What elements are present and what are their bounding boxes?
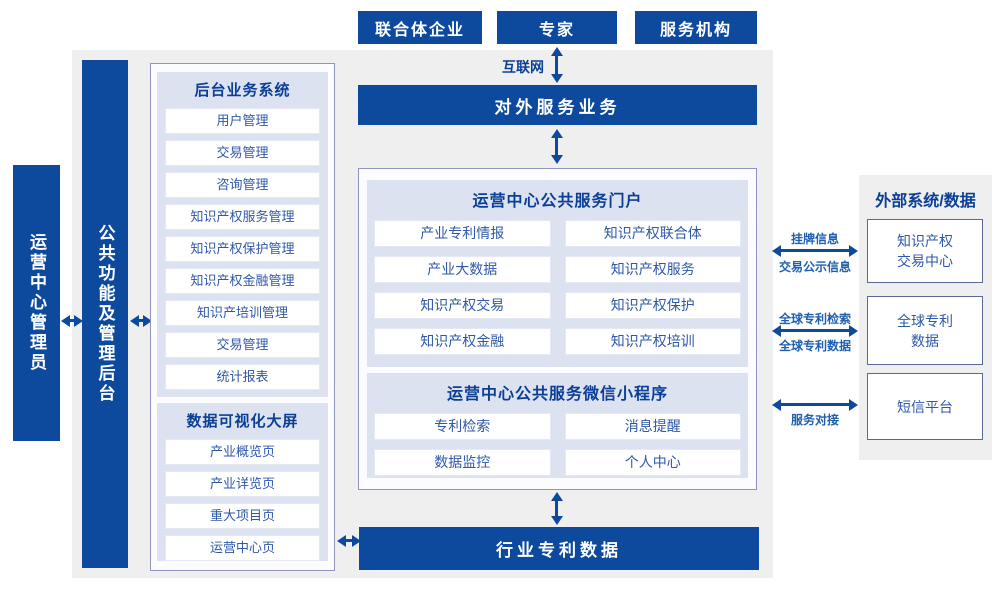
external-box-sms-platform: 短信平台 — [867, 373, 983, 440]
backend-item: 知识产权服务管理 — [165, 204, 320, 230]
actor-label: 联合体企业 — [374, 21, 465, 39]
dashboard-item: 产业概览页 — [165, 439, 320, 465]
external-box-label: 短信平台 — [897, 398, 953, 415]
external-box-label: 全球专利数据 — [897, 312, 953, 349]
operation-center-admin-bar: 运营中心管理员 — [13, 165, 60, 441]
dashboard-item: 产业详览页 — [165, 471, 320, 497]
arrow-center-to-patentdata — [555, 501, 558, 516]
arrow-service-to-center — [555, 138, 558, 155]
portal-item: 知识产权交易 — [374, 292, 551, 319]
portal-item: 知识产权金融 — [374, 328, 551, 355]
label-service-docking: 服务对接 — [790, 413, 839, 427]
industry-patent-data-label: 行业专利数据 — [496, 541, 622, 560]
left-panel: 后台业务系统 用户管理 交易管理 咨询管理 知识产权服务管理 知识产权保护管理 … — [150, 63, 335, 571]
miniprogram-item: 个人中心 — [564, 449, 741, 476]
label-global-patent-data: 全球专利数据 — [778, 339, 851, 353]
backend-system-title: 后台业务系统 — [194, 82, 291, 99]
portal-item: 知识产权培训 — [564, 328, 741, 355]
arrow-leftpanel-to-patentdata — [346, 539, 352, 542]
label-global-patent-search: 全球专利检索 — [778, 312, 851, 326]
backend-item: 用户管理 — [165, 108, 320, 134]
external-box-global-patent-data: 全球专利数据 — [867, 296, 983, 365]
center-panel: 运营中心公共服务门户 产业专利情报 知识产权联合体 产业大数据 知识产权服务 知… — [358, 168, 757, 490]
public-function-backend-bar: 公共功能及管理后台 — [82, 60, 128, 568]
dashboard-item: 运营中心页 — [165, 535, 320, 561]
actor-label: 专家 — [538, 21, 575, 39]
arrow-center-to-ip-exchange — [781, 249, 849, 252]
backend-system-section: 后台业务系统 用户管理 交易管理 咨询管理 知识产权服务管理 知识产权保护管理 … — [157, 72, 328, 397]
external-box-ip-exchange: 知识产权交易中心 — [867, 219, 983, 283]
internet-label: 互联网 — [502, 59, 544, 75]
dashboard-items: 产业概览页 产业详览页 重大项目页 运营中心页 — [157, 431, 328, 561]
backend-item: 知识产权金融管理 — [165, 268, 320, 294]
backend-item: 交易管理 — [165, 140, 320, 166]
portal-item: 知识产权联合体 — [564, 220, 741, 247]
miniprogram-items: 专利检索 消息提醒 数据监控 个人中心 — [367, 404, 748, 476]
arrow-internet-vertical — [555, 56, 558, 74]
arrow-center-to-sms — [781, 403, 849, 406]
actor-service-agency: 服务机构 — [635, 11, 757, 44]
portal-title: 运营中心公共服务门户 — [472, 193, 643, 210]
arrow-center-to-global-patent — [781, 329, 849, 332]
portal-item: 知识产权保护 — [564, 292, 741, 319]
miniprogram-section: 运营中心公共服务微信小程序 专利检索 消息提醒 数据监控 个人中心 — [367, 373, 748, 478]
dashboard-title: 数据可视化大屏 — [186, 413, 299, 430]
backend-system-items: 用户管理 交易管理 咨询管理 知识产权服务管理 知识产权保护管理 知识产权金融管… — [157, 100, 328, 390]
actor-expert: 专家 — [497, 11, 617, 44]
backend-item: 知识产培训管理 — [165, 300, 320, 326]
portal-item: 知识产权服务 — [564, 256, 741, 283]
label-listing-info: 挂牌信息 — [790, 232, 839, 246]
admin-bar-label: 运营中心管理员 — [27, 233, 46, 373]
actor-label: 服务机构 — [659, 21, 732, 39]
industry-patent-data-bar: 行业专利数据 — [359, 527, 759, 570]
backend-item: 咨询管理 — [165, 172, 320, 198]
external-service-bar: 对外服务业务 — [358, 85, 757, 125]
backend-item: 统计报表 — [165, 364, 320, 390]
arrow-admin-to-backend — [70, 319, 74, 322]
label-transaction-publicity-info: 交易公示信息 — [778, 260, 851, 274]
miniprogram-item: 专利检索 — [374, 413, 551, 440]
dashboard-section: 数据可视化大屏 产业概览页 产业详览页 重大项目页 运营中心页 — [157, 403, 328, 561]
portal-item: 产业专利情报 — [374, 220, 551, 247]
miniprogram-item: 数据监控 — [374, 449, 551, 476]
miniprogram-item: 消息提醒 — [564, 413, 741, 440]
arrow-backend-to-leftpanel — [139, 319, 143, 322]
external-service-label: 对外服务业务 — [494, 97, 621, 117]
portal-item: 产业大数据 — [374, 256, 551, 283]
backend-bar-label: 公共功能及管理后台 — [95, 224, 115, 404]
portal-section: 运营中心公共服务门户 产业专利情报 知识产权联合体 产业大数据 知识产权服务 知… — [367, 180, 748, 367]
miniprogram-title: 运营中心公共服务微信小程序 — [446, 386, 668, 403]
portal-items: 产业专利情报 知识产权联合体 产业大数据 知识产权服务 知识产权交易 知识产权保… — [367, 211, 748, 355]
actor-consortium-enterprise: 联合体企业 — [358, 11, 482, 44]
backend-item: 交易管理 — [165, 332, 320, 358]
backend-item: 知识产权保护管理 — [165, 236, 320, 262]
dashboard-item: 重大项目页 — [165, 503, 320, 529]
external-panel-title: 外部系统/数据 — [875, 193, 976, 210]
external-box-label: 知识产权交易中心 — [897, 233, 953, 269]
